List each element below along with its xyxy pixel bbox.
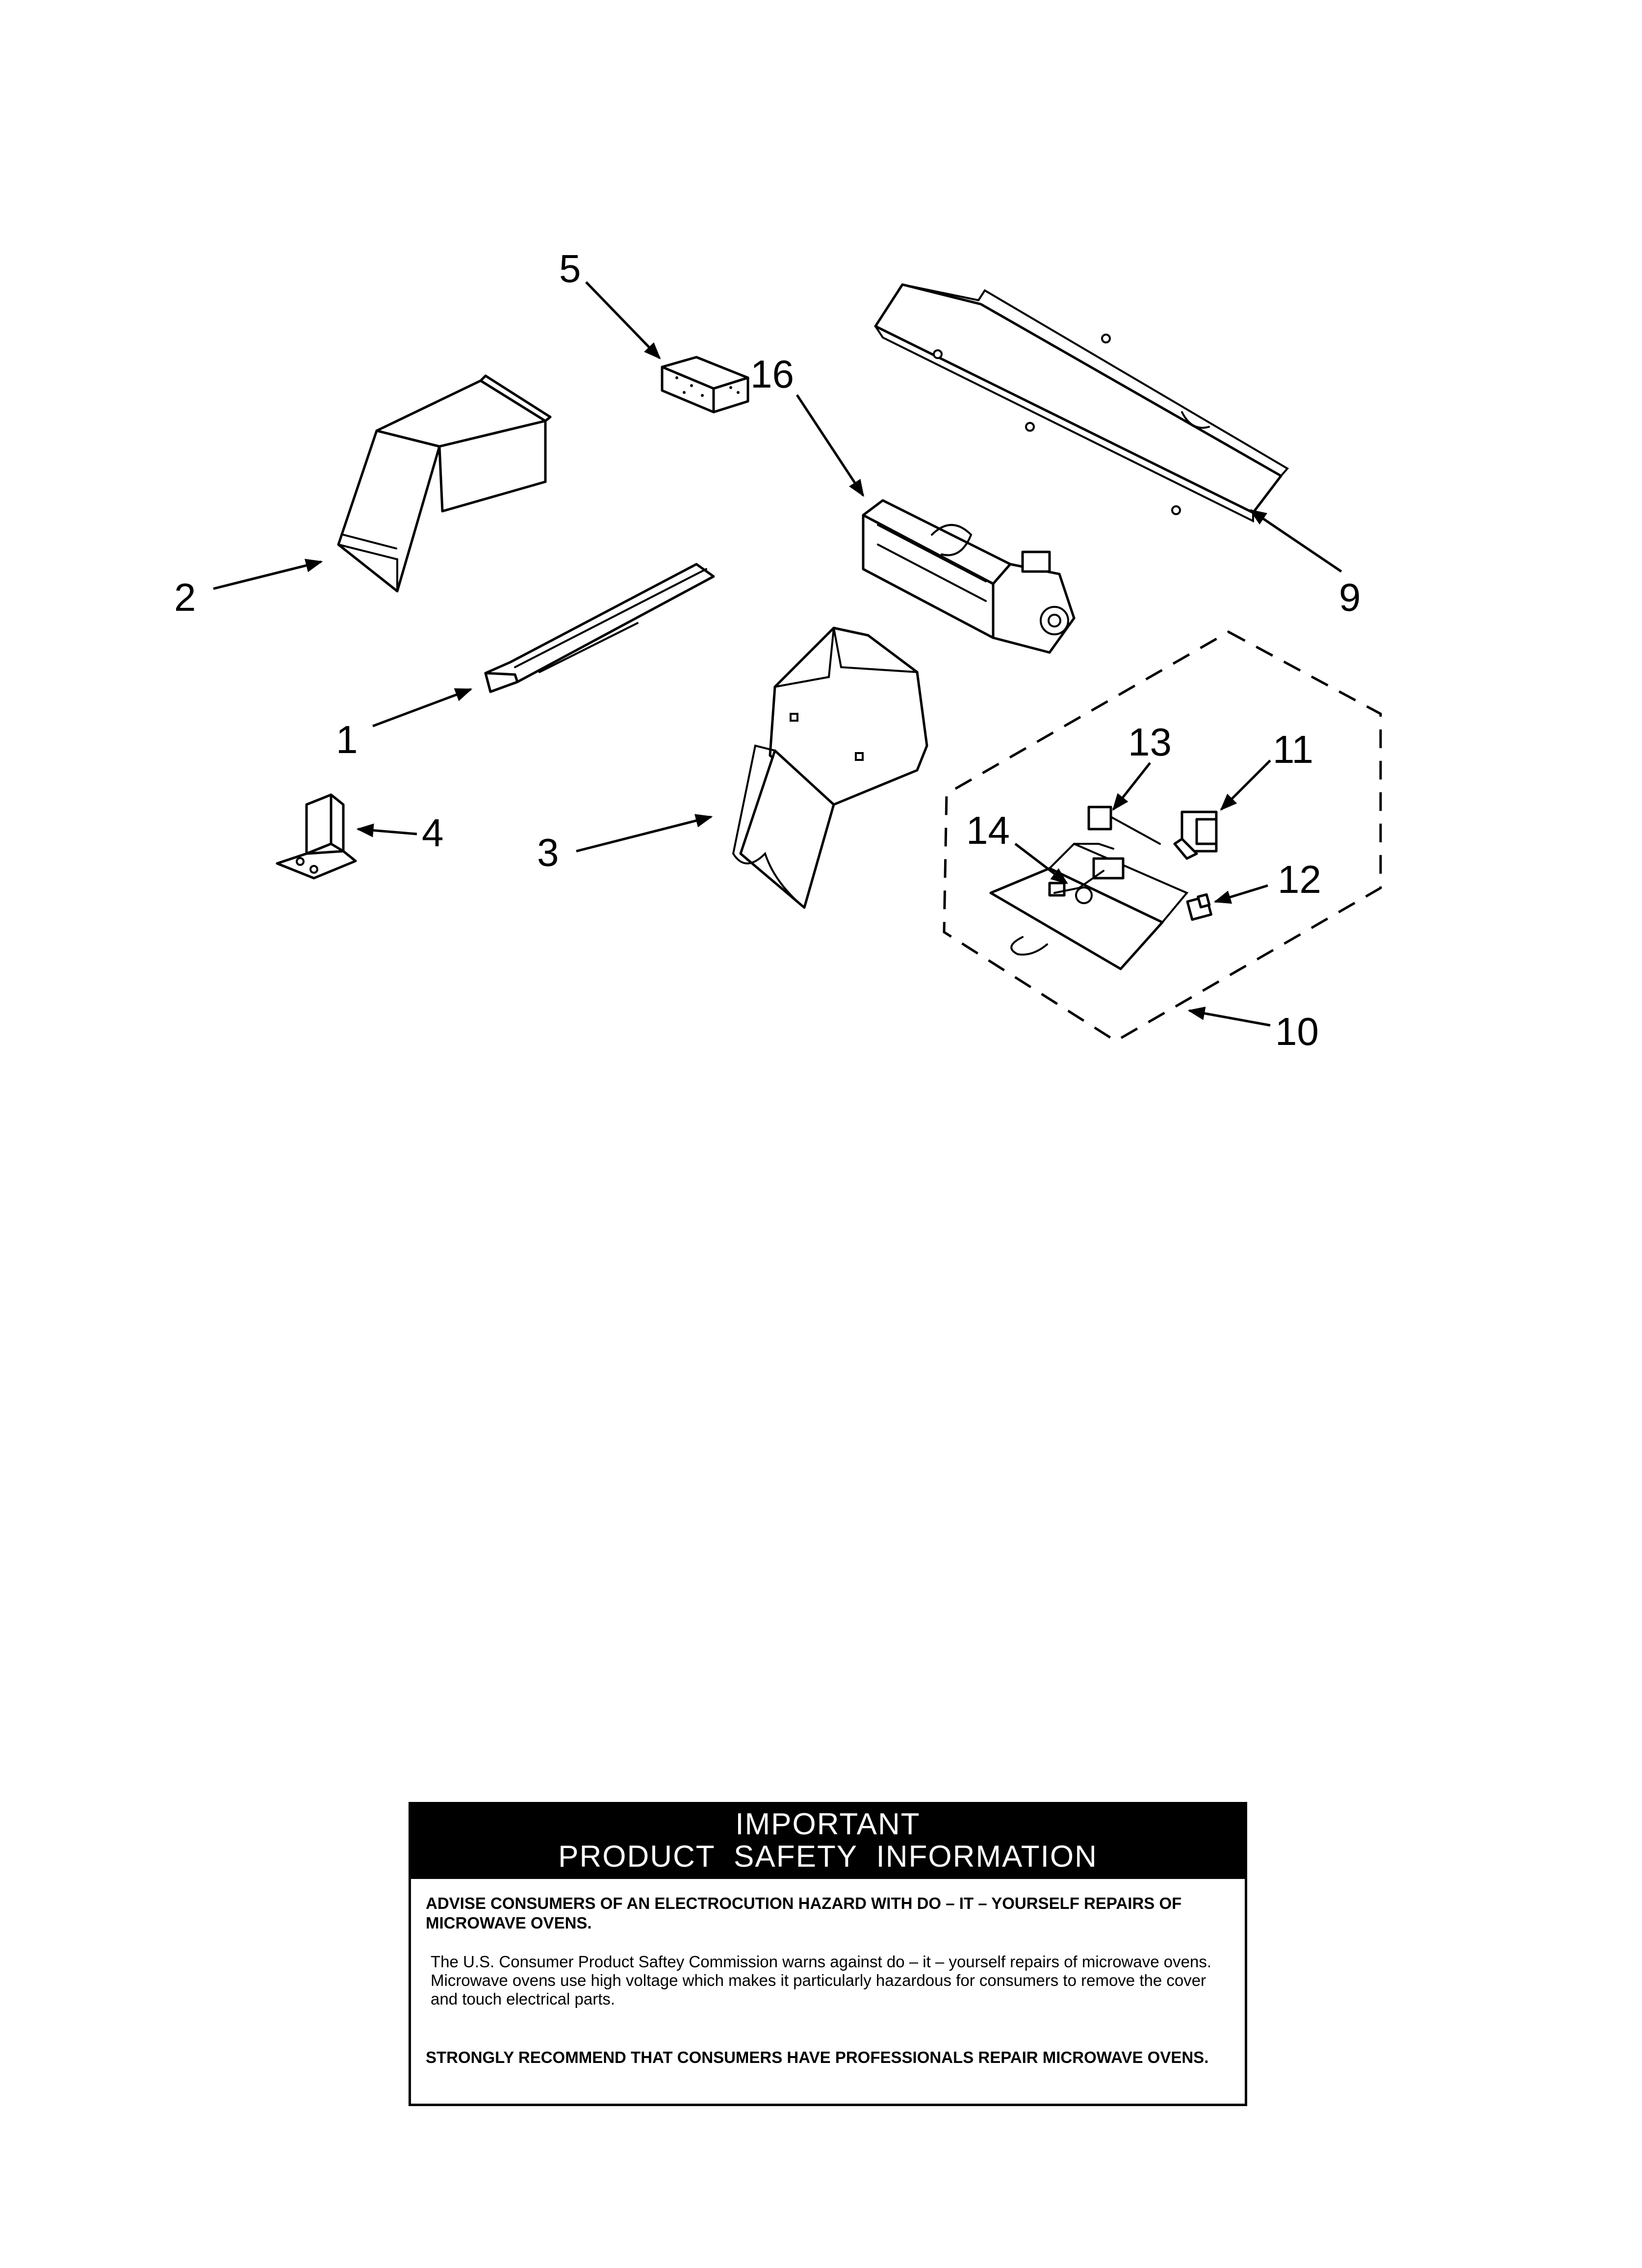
part-16-motor-assembly <box>862 499 1076 654</box>
safety-header-line2: PRODUCT SAFETY INFORMATION <box>558 1840 1098 1874</box>
callout-1: 1 <box>336 718 358 761</box>
safety-warning: ADVISE CONSUMERS OF AN ELECTROCUTION HAZ… <box>426 1894 1182 1932</box>
safety-header: IMPORTANT PRODUCT SAFETY INFORMATION <box>411 1804 1245 1879</box>
safety-header-line1: IMPORTANT <box>735 1807 921 1841</box>
safety-body: ADVISE CONSUMERS OF AN ELECTROCUTION HAZ… <box>411 1879 1245 2067</box>
callout-10: 10 <box>1275 1010 1319 1053</box>
part-12-switch <box>1186 893 1212 921</box>
callout-14: 14 <box>966 808 1010 852</box>
part-1-rail <box>484 563 715 693</box>
part-5-foam-block <box>661 356 749 414</box>
safety-body-text: The U.S. Consumer Product Saftey Commiss… <box>431 1953 1211 2008</box>
exploded-parts-diagram: 5 16 2 9 1 4 3 13 11 14 12 10 <box>174 247 1382 1053</box>
callout-13: 13 <box>1128 720 1172 764</box>
part-10-assembly-outline <box>943 630 1382 1043</box>
callout-12: 12 <box>1278 858 1321 901</box>
part-2-duct-cover <box>337 374 552 593</box>
callout-2: 2 <box>174 575 196 619</box>
safety-information-box: IMPORTANT PRODUCT SAFETY INFORMATION ADV… <box>409 1802 1247 2106</box>
callout-5: 5 <box>559 247 581 290</box>
leader-lines <box>213 281 1342 1027</box>
safety-recommendation: STRONGLY RECOMMEND THAT CONSUMERS HAVE P… <box>426 2048 1209 2066</box>
callout-4: 4 <box>422 811 444 855</box>
part-9-channel-bracket <box>874 283 1289 523</box>
callout-11: 11 <box>1273 728 1313 771</box>
part-3-shroud <box>732 626 928 909</box>
part-11-solenoid <box>1173 810 1218 860</box>
callout-3: 3 <box>537 831 559 874</box>
part-13-switch <box>1087 806 1112 831</box>
callout-9: 9 <box>1339 575 1361 619</box>
part-4-bracket <box>276 793 357 880</box>
callout-16: 16 <box>750 352 794 396</box>
